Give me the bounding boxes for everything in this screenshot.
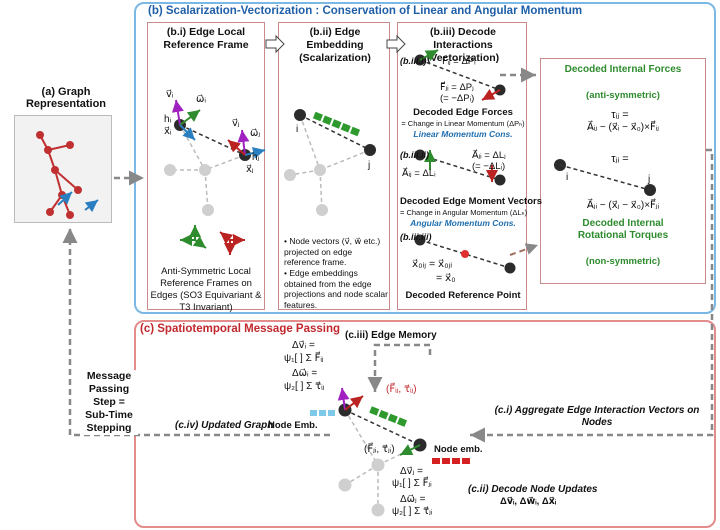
c-decode-title: (c.ii) Decode Node Updates	[468, 484, 598, 495]
tau-ji-label: τⱼᵢ =	[611, 153, 629, 165]
c-pair-ij: (F⃗ᵢⱼ, τ⃗ᵢⱼ)	[386, 384, 417, 395]
biii-moments-sub: = Change in Angular Momentum (ΔLₕ)	[400, 208, 528, 217]
biii-eq-aji2: (= −ΔLᵢ)	[472, 161, 506, 172]
c-eq-dw2: ψ₂[ ] Σ τ⃗ᵢⱼ	[284, 381, 325, 392]
c-eq-dv2: ψ₁[ ] Σ F⃗ᵢⱼ	[284, 353, 324, 364]
decoded-forces-title: Decoded Internal Forces	[564, 64, 682, 75]
decoded-node-i: i	[566, 172, 569, 183]
c-aggregate: (c.i) Aggregate Edge Interaction Vectors…	[494, 405, 700, 428]
tau-ij-label: τᵢⱼ =	[611, 109, 629, 121]
panel-b-title: (b) Scalarization-Vectorization : Conser…	[148, 5, 583, 17]
biii-forces-cons: Linear Momentum Cons.	[413, 129, 513, 139]
decoded-torques-note: (non-symmetric)	[585, 256, 661, 267]
bi-label-hi: hᵢ	[164, 114, 172, 125]
c-eq-dw: Δω⃗ᵢ =	[292, 368, 318, 379]
c-pair-ji: (F⃗ⱼᵢ, τ⃗ⱼᵢ)	[364, 444, 395, 455]
bi-label-vj: v⃗ⱼ	[232, 118, 240, 129]
graph-rep-title: (a) Graph Representation	[25, 86, 107, 110]
c-eq-dv: Δv⃗ᵢ =	[292, 340, 315, 351]
biii-eq-aij: A⃗ᵢⱼ = ΔLᵢ	[402, 168, 436, 179]
node-emb-right-boxes	[432, 458, 470, 464]
bi-label-xi: x⃗ᵢ	[164, 126, 172, 137]
decoded-forces-note: (anti-symmetric)	[586, 90, 660, 101]
biii-forces-sub: = Change in Linear Momentum (ΔPₕ)	[401, 119, 525, 128]
c-node-emb-left: Node Emb.	[268, 420, 318, 431]
bii-bullet-2: • Edge embeddings obtained from the edge…	[284, 268, 388, 310]
c-node-emb-right: Node emb.	[434, 444, 483, 455]
biii-title: (b.iii) Decode Interactions (Vectorizati…	[426, 26, 500, 64]
biii-eq-x0: x⃗₀ᵢⱼ = x⃗₀ⱼᵢ	[412, 258, 453, 270]
c-eq-dw-b: Δω⃗ⱼ =	[400, 494, 426, 505]
bii-graph	[284, 109, 376, 216]
panel-b-frame	[134, 2, 716, 314]
bii-bullet-1: • Node vectors (v⃗, w⃗ etc.) projected o…	[284, 236, 381, 267]
biii-sub3: (b.iii.iii)	[400, 232, 432, 242]
panel-bii-frame	[278, 22, 390, 310]
biii-eq-fij: F⃗ᵢⱼ = ΔPᵢ	[442, 56, 476, 67]
biii-moments-title: Decoded Edge Moment Vectors	[400, 196, 543, 207]
c-eq-dv-b: Δv⃗ⱼ =	[400, 466, 423, 477]
bi-label-xj: x⃗ⱼ	[246, 164, 254, 175]
message-passing-label: Message Passing Step = Sub-Time Stepping	[80, 370, 138, 435]
tau-ji-eq: A⃗ⱼᵢ − (x⃗ⱼ − x⃗₀)×F⃗ⱼᵢ	[586, 200, 660, 211]
c-updated-graph: (c.iv) Updated Graph	[175, 420, 274, 431]
biii-eq-x02: = x⃗₀	[436, 272, 456, 284]
c-graph	[337, 387, 427, 517]
biii-eq-fji: F⃗ⱼᵢ = ΔPⱼ	[440, 82, 474, 93]
decoded-torques-title: Decoded Internal Rotational Torques	[577, 218, 669, 241]
bii-node-j: j	[368, 160, 371, 171]
c-decode-vars: Δv⃗ᵢ, Δw⃗ᵢ, Δx⃗ᵢ	[500, 496, 557, 507]
bii-title: (b.ii) Edge Embedding (Scalarization)	[299, 26, 371, 64]
biii-moments-graph	[414, 149, 506, 186]
bi-label-wi: ω⃗ᵢ	[196, 94, 206, 105]
biii-sub2: (b.iii.ii)	[400, 150, 429, 160]
c-edge-memory: (c.iii) Edge Memory	[345, 330, 437, 341]
panel-decoded-frame	[540, 58, 706, 284]
bi-caption: Anti-Symmetric Local Reference Frames on…	[150, 266, 262, 313]
decoded-node-j: j	[648, 174, 651, 185]
bi-label-vi: v⃗ᵢ	[166, 89, 174, 100]
tau-ij-eq: A⃗ᵢⱼ − (x⃗ᵢ − x⃗₀)×F⃗ᵢⱼ	[586, 122, 660, 133]
biii-forces-title: Decoded Edge Forces	[413, 107, 513, 118]
node-emb-left-boxes	[310, 410, 335, 416]
bi-label-hj: hⱼ	[252, 152, 260, 163]
panel-c-title: (c) Spatiotemporal Message Passing	[140, 323, 341, 335]
c-eq-dv2-b: ψ₁[ ] Σ F⃗ⱼᵢ	[392, 478, 432, 489]
biii-eq-aji: A⃗ⱼᵢ = ΔLⱼ	[472, 150, 506, 161]
biii-forces-graph	[414, 49, 506, 101]
c-eq-dw2-b: ψ₂[ ] Σ τ⃗ⱼᵢ	[392, 506, 433, 517]
bi-label-wj: ω⃗ⱼ	[250, 128, 261, 139]
bi-title: (b.i) Edge Local Reference Frame	[163, 26, 249, 51]
panel-bi-frame	[147, 22, 265, 310]
bi-graph	[164, 99, 266, 255]
biii-ref-title: Decoded Reference Point	[405, 290, 521, 301]
bii-node-i: i	[296, 124, 299, 135]
biii-sub1: (b.iii.i)	[400, 56, 427, 66]
panel-biii-frame	[397, 22, 527, 310]
biii-eq-fji2: (= −ΔPᵢ)	[440, 93, 475, 104]
biii-moments-cons: Angular Momentum Cons.	[410, 218, 516, 228]
biii-ref-graph	[414, 234, 516, 274]
